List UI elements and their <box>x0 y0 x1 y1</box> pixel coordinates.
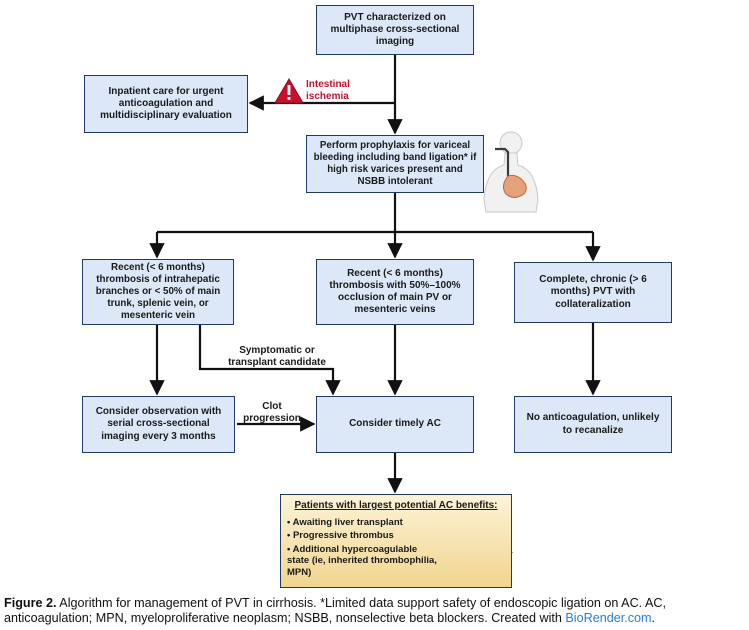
node-recent-main: Recent (< 6 months) thrombosis with 50%–… <box>316 259 474 325</box>
benefit-item: Progressive thrombus <box>287 530 437 541</box>
node-no-ac: No anticoagulation, unlikely to recanali… <box>514 396 672 453</box>
benefits-title: Patients with largest potential AC benef… <box>294 500 498 511</box>
caption-end: . <box>651 611 656 626</box>
arrow-symptomatic <box>198 325 341 396</box>
node-prophylaxis: Perform prophylaxis for variceal bleedin… <box>306 135 484 193</box>
label-clot-progression: Clot progression <box>243 401 301 424</box>
benefits-list: Awaiting liver transplant Progressive th… <box>287 517 437 580</box>
node-recent-intrahepatic: Recent (< 6 months) thrombosis of intrah… <box>82 259 234 325</box>
caption-text: Algorithm for management of PVT in cirrh… <box>4 596 666 626</box>
caption-label: Figure 2. <box>4 596 57 610</box>
warning-icon <box>274 78 304 104</box>
node-timely-ac: Consider timely AC <box>316 396 474 453</box>
node-start: PVT characterized on multiphase cross-se… <box>316 5 474 55</box>
stomach-anatomy-icon <box>483 131 539 213</box>
biorender-link[interactable]: BioRender.com <box>565 611 652 626</box>
node-inpatient: Inpatient care for urgent anticoagulatio… <box>84 75 248 133</box>
benefits-box: Patients with largest potential AC benef… <box>280 494 512 588</box>
node-observation: Consider observation with serial cross-s… <box>82 396 235 453</box>
node-chronic: Complete, chronic (> 6 months) PVT with … <box>514 262 672 323</box>
label-symptomatic: Symptomatic or transplant candidate <box>228 345 326 368</box>
figure-caption: Figure 2. Algorithm for management of PV… <box>4 596 746 626</box>
benefit-item: Additional hypercoagulable state (ie, in… <box>287 544 437 578</box>
benefit-item: Awaiting liver transplant <box>287 517 437 528</box>
label-intestinal-ischemia: Intestinal ischemia <box>306 79 350 102</box>
